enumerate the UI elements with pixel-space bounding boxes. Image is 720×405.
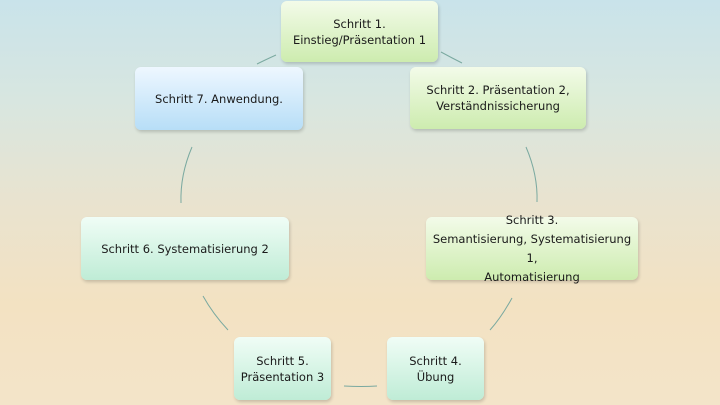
step-2-line-1: Schritt 2. Präsentation 2, — [426, 83, 570, 97]
connector-step5-step6 — [202, 295, 229, 331]
step-4-line-1: Schritt 4. — [409, 353, 462, 368]
step-4-line-2: Übung — [416, 369, 455, 384]
connector-step6-step7 — [180, 146, 193, 204]
step-5-line-2: Präsentation 3 — [240, 369, 325, 384]
step-3-box: Schritt 3. Semantisierung, Systematisier… — [426, 213, 638, 284]
connector-step1-step7 — [256, 54, 277, 65]
step-6-box: Schritt 6. Systematisierung 2 — [81, 217, 289, 280]
step-3-line-1: Schritt 3. — [505, 212, 559, 227]
step-5-line-1: Schritt 5. — [256, 353, 309, 368]
connector-step1-step2 — [440, 51, 463, 64]
step-4-box: Schritt 4. Übung — [387, 337, 484, 400]
connector-step4-step5 — [343, 385, 378, 387]
step-7-box: Schritt 7. Anwendung. — [135, 67, 303, 130]
step-7-line-1: Schritt 7. Anwendung. — [155, 91, 283, 106]
step-1-line-2: Einstieg/Präsentation 1 — [292, 32, 427, 47]
step-1-box: Schritt 1. Einstieg/Präsentation 1 — [281, 1, 438, 62]
connector-step3-step4 — [489, 297, 513, 331]
step-3-line-2: Semantisierung, Systematisierung 1, — [432, 231, 632, 265]
step-5-box: Schritt 5. Präsentation 3 — [234, 337, 331, 400]
step-3-line-3: Automatisierung — [484, 269, 580, 284]
step-6-line-1: Schritt 6. Systematisierung 2 — [101, 241, 269, 256]
step-1-line-1: Schritt 1. — [333, 16, 386, 31]
step-2-box: Schritt 2. Präsentation 2, Verständnissi… — [410, 67, 586, 129]
step-2-line-2: Verständnissicherung — [436, 99, 560, 113]
connector-step2-step3 — [525, 146, 538, 203]
